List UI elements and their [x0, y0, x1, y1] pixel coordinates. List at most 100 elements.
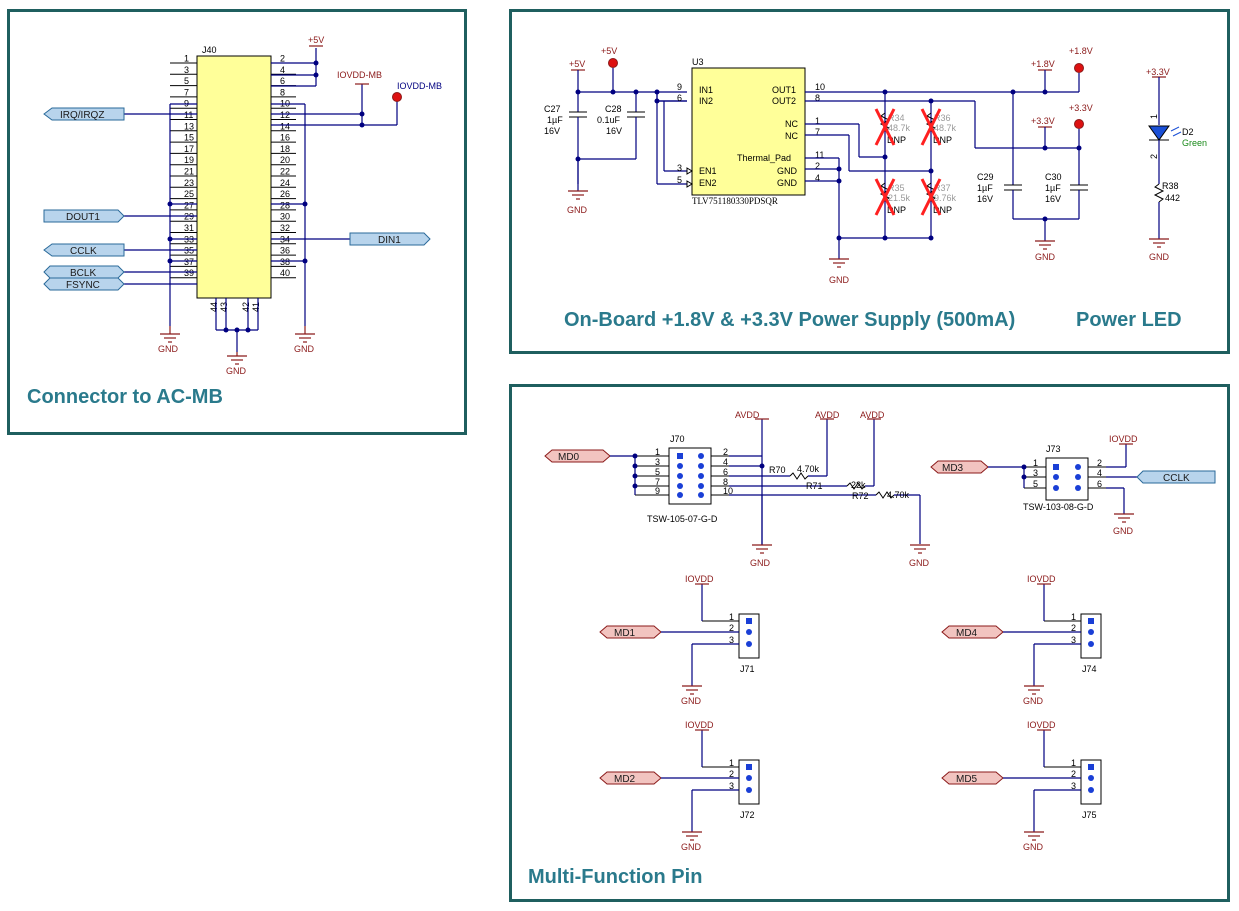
port-label: MD2 — [614, 774, 636, 785]
j40-pin-number: 6 — [280, 76, 285, 86]
header-pin-number: 3 — [729, 635, 734, 645]
gnd-label: GND — [1023, 696, 1044, 706]
c30-ref: C30 — [1045, 172, 1062, 182]
j40-pin-number: 18 — [280, 144, 290, 154]
u3-pin-en1: 3 — [677, 163, 682, 173]
iovdd-label: IOVDD — [685, 574, 714, 584]
j40-pin-number: 11 — [184, 110, 193, 120]
j40-pin-number: 29 — [184, 212, 194, 222]
j70-pin-dot — [698, 453, 704, 459]
dnp-resistor — [879, 182, 891, 202]
dnp-resistor — [925, 112, 937, 132]
iovdd-label: IOVDD — [1109, 434, 1138, 444]
u3-pin-nc1: 1 — [815, 116, 820, 126]
port-cclk-label: CCLK — [1163, 473, 1190, 484]
gnd-symbol — [160, 326, 315, 365]
r71-ref: R71 — [806, 481, 823, 491]
dnp-cross — [874, 178, 896, 216]
v18-testpoint — [1074, 63, 1084, 73]
j40-iovdd-tp-label: IOVDD-MB — [397, 81, 442, 91]
j40-pin-number: 44 — [209, 302, 219, 312]
v18-label: +1.8V — [1031, 59, 1055, 69]
u3-gnd2: GND — [777, 178, 798, 188]
header-pin-number: 3 — [1071, 635, 1076, 645]
header-pin-dot — [1088, 641, 1094, 647]
port-cclk-label: CCLK — [70, 246, 97, 257]
p5v-label: +5V — [569, 59, 585, 69]
header-ref: J72 — [740, 810, 755, 820]
v33-label: +3.3V — [1031, 116, 1055, 126]
header-pin1-marker — [1088, 618, 1094, 624]
port-din1: DIN1 — [349, 232, 431, 246]
iovdd-label: IOVDD — [685, 720, 714, 730]
j40-pin-number: 8 — [280, 87, 285, 97]
dnp-resistor-ref: R37 — [934, 183, 951, 193]
c28-val: 0.1uF — [597, 115, 621, 125]
dnp-resistor — [925, 182, 937, 202]
j40-5v-label: +5V — [308, 35, 324, 45]
j40-pin-number: 16 — [280, 133, 290, 143]
dnp-resistor — [879, 112, 891, 132]
header-ref: J75 — [1082, 810, 1097, 820]
mfp-panel-title: Multi-Function Pin — [528, 866, 703, 888]
j40-pin-number: 24 — [280, 178, 290, 188]
j40-pin-number: 2 — [280, 54, 285, 64]
j40-pin-number: 31 — [184, 223, 194, 233]
port-cclk — [1136, 470, 1216, 484]
header-pin1-marker — [746, 764, 752, 770]
header-body — [1080, 613, 1102, 659]
dnp-label: DNP — [933, 205, 952, 215]
j40-pin-number: 28 — [280, 200, 290, 210]
header-body — [1080, 759, 1102, 805]
j40-pin-number: 13 — [184, 121, 194, 131]
c29-volt: 16V — [977, 194, 993, 204]
u3-pin-en2: 5 — [677, 175, 682, 185]
j40-pin-number: 37 — [184, 257, 194, 267]
header-pin-dot — [1088, 775, 1094, 781]
u3-in1: IN1 — [699, 85, 713, 95]
j40-pin-number: 12 — [280, 110, 290, 120]
j70-pin1-marker — [677, 453, 683, 459]
dnp-resistor-val: 9.76k — [934, 193, 957, 203]
gnd-label: GND — [1113, 526, 1134, 536]
j73-pin-dot — [1075, 474, 1081, 480]
led-color: Green — [1182, 138, 1207, 148]
c28-volt: 16V — [606, 126, 622, 136]
j73-pin-number: 4 — [1097, 468, 1102, 478]
j73-pin-number: 6 — [1097, 479, 1102, 489]
j40-pin-number: 4 — [280, 65, 285, 75]
led-icon — [1148, 125, 1170, 141]
j70-pin-number: 7 — [655, 477, 660, 487]
c27-ref: C27 — [544, 104, 561, 114]
j40-pin-number: 32 — [280, 223, 290, 233]
r38-val: 442 — [1165, 193, 1180, 203]
j73-pin-dot — [1075, 464, 1081, 470]
j40-pin-number: 27 — [184, 200, 194, 210]
j40-pin-number: 36 — [280, 246, 290, 256]
led-panel-title: Power LED — [1076, 309, 1182, 331]
r38-ref: R38 — [1162, 181, 1179, 191]
led-pin1: 1 — [1149, 114, 1159, 119]
u3-in2: IN2 — [699, 96, 713, 106]
connector-schematic: J40 13579111315171921232527293133353739 … — [43, 35, 442, 376]
led-ref: D2 — [1182, 127, 1194, 137]
iovdd-testpoint — [392, 92, 402, 102]
j40-pin-number: 5 — [184, 76, 189, 86]
j40-pin-number: 15 — [184, 133, 194, 143]
gnd-label: GND — [1149, 252, 1170, 262]
u3-pin-nc2: 7 — [815, 127, 820, 137]
v33-testpoint — [1074, 119, 1084, 129]
r72-val: 4.70k — [887, 490, 910, 500]
gnd-label: GND — [1023, 842, 1044, 852]
header-pin-dot — [1088, 629, 1094, 635]
dnp-resistor-ref: R35 — [888, 183, 905, 193]
dnp-resistor-val: 48.7k — [934, 123, 957, 133]
j40-ref: J40 — [202, 45, 217, 55]
port-cclk: CCLK — [43, 243, 125, 257]
dnp-resistors: R3448.7kDNPR3648.7kDNPR3521.5kDNPR379.76… — [874, 108, 957, 216]
c30-volt: 16V — [1045, 194, 1061, 204]
